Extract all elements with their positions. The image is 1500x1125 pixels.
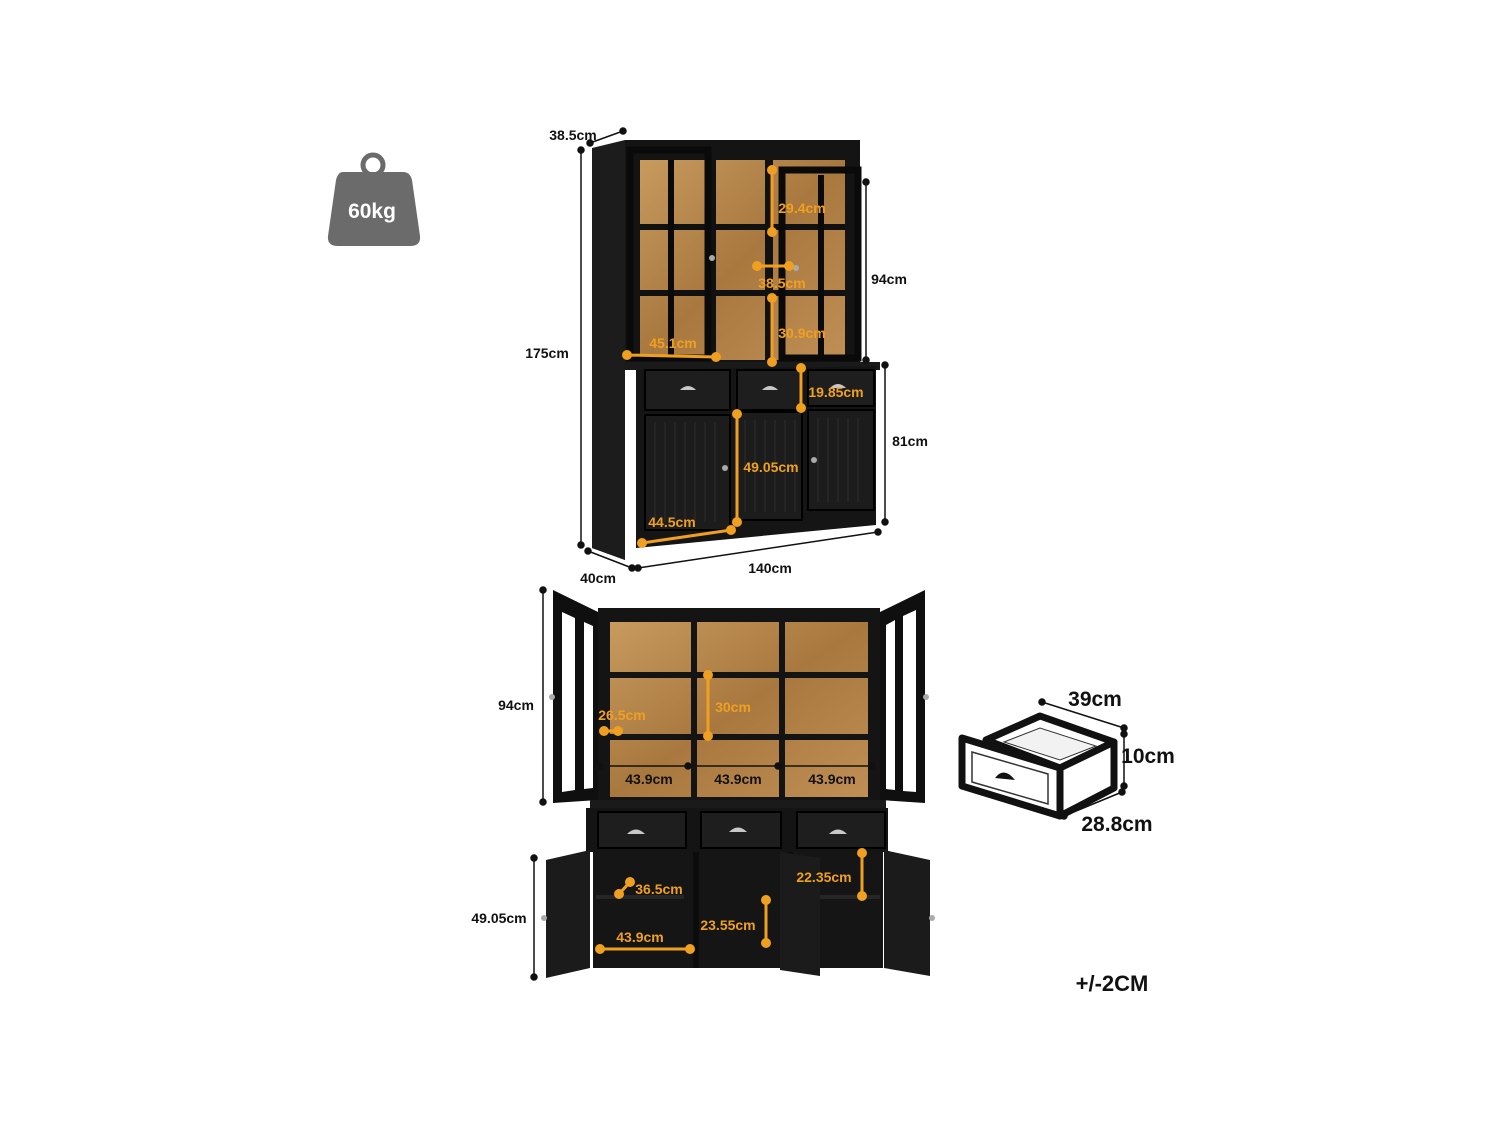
- label-depth-bottom: 40cm: [580, 570, 616, 586]
- label-drawer-width: 39cm: [1068, 688, 1122, 711]
- label-shelf-lower: 23.55cm: [700, 917, 755, 933]
- drawer-dimension-lines: [1038, 698, 1128, 820]
- open-view-dimension-lines: [530, 586, 876, 981]
- label-open-shelf-spacing: 30cm: [715, 699, 751, 715]
- label-open-cabinet-height: 49.05cm: [471, 910, 526, 926]
- label-shelf-depth: 38.5cm: [758, 275, 805, 291]
- label-bay-width-1: 43.9cm: [625, 771, 672, 787]
- weight-label: 60kg: [348, 200, 396, 223]
- label-drawer-depth: 28.8cm: [1081, 813, 1152, 836]
- label-drawer-height: 19.85cm: [808, 384, 863, 400]
- label-drawer-height: 10cm: [1121, 745, 1175, 768]
- label-open-shelf-depth: 26.5cm: [598, 707, 645, 723]
- label-depth-top: 38.5cm: [549, 127, 596, 143]
- open-view-cabinet: [541, 590, 935, 978]
- label-base-height: 81cm: [892, 433, 928, 449]
- open-view-inner-dimension-lines: [595, 670, 867, 954]
- label-upper-compartment: 29.4cm: [778, 200, 825, 216]
- label-lower-compartment: 30.9cm: [778, 325, 825, 341]
- label-cabinet-bay-width: 43.9cm: [616, 929, 663, 945]
- front-view-cabinet: [592, 140, 880, 560]
- label-door-width: 44.5cm: [648, 514, 695, 530]
- label-cabinet-depth: 36.5cm: [635, 881, 682, 897]
- label-width: 140cm: [748, 560, 792, 576]
- label-hutch-height: 94cm: [871, 271, 907, 287]
- label-bay-width-3: 43.9cm: [808, 771, 855, 787]
- label-bay-width-2: 43.9cm: [714, 771, 761, 787]
- drawer-illustration: [958, 712, 1118, 820]
- weight-icon: 60kg: [327, 152, 421, 246]
- front-view-inner-dimension-lines: [622, 165, 806, 548]
- label-glass-door-width: 45.1cm: [649, 335, 696, 351]
- label-open-hutch-height: 94cm: [498, 697, 534, 713]
- label-cabinet-height: 49.05cm: [743, 459, 798, 475]
- label-shelf-upper: 22.35cm: [796, 869, 851, 885]
- front-view-dimension-lines: [577, 127, 889, 572]
- label-total-height: 175cm: [525, 345, 569, 361]
- tolerance-note: +/-2CM: [1076, 971, 1149, 996]
